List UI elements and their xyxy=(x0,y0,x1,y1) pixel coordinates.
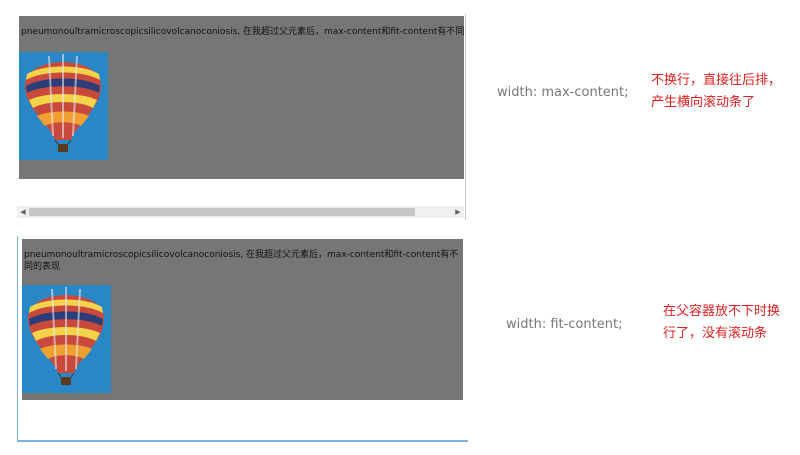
fit-content-label: width: fit-content; xyxy=(506,317,623,332)
fit-content-text: pneumonoultramicroscopicsilicovolcanocon… xyxy=(24,250,459,272)
horizontal-scrollbar[interactable]: ◀ ▶ xyxy=(17,206,464,218)
max-content-box: pneumonoultramicroscopicsilicovolcanocon… xyxy=(19,16,464,179)
max-content-note-line1: 不换行，直接往后排， xyxy=(651,73,782,88)
fit-content-note-line2: 行了，没有滚动条 xyxy=(663,326,768,341)
max-content-note-line2: 产生横向滚动条了 xyxy=(651,95,756,110)
scroll-left-arrow-icon[interactable]: ◀ xyxy=(20,208,26,216)
fit-content-note-line1: 在父容器放不下时换 xyxy=(663,304,781,319)
max-content-demo-panel: pneumonoultramicroscopicsilicovolcanocon… xyxy=(17,14,466,220)
balloon-image xyxy=(22,285,111,393)
scroll-right-arrow-icon[interactable]: ▶ xyxy=(455,208,461,216)
fit-content-note: 在父容器放不下时换 行了，没有滚动条 xyxy=(663,301,783,345)
fit-content-box: pneumonoultramicroscopicsilicovolcanocon… xyxy=(22,239,463,400)
max-content-label: width: max-content; xyxy=(497,85,629,100)
balloon-image xyxy=(19,52,108,160)
scrollbar-thumb[interactable] xyxy=(29,208,415,216)
fit-content-demo-panel: pneumonoultramicroscopicsilicovolcanocon… xyxy=(17,236,468,442)
max-content-note: 不换行，直接往后排， 产生横向滚动条了 xyxy=(651,70,796,114)
max-content-text: pneumonoultramicroscopicsilicovolcanocon… xyxy=(21,27,464,37)
